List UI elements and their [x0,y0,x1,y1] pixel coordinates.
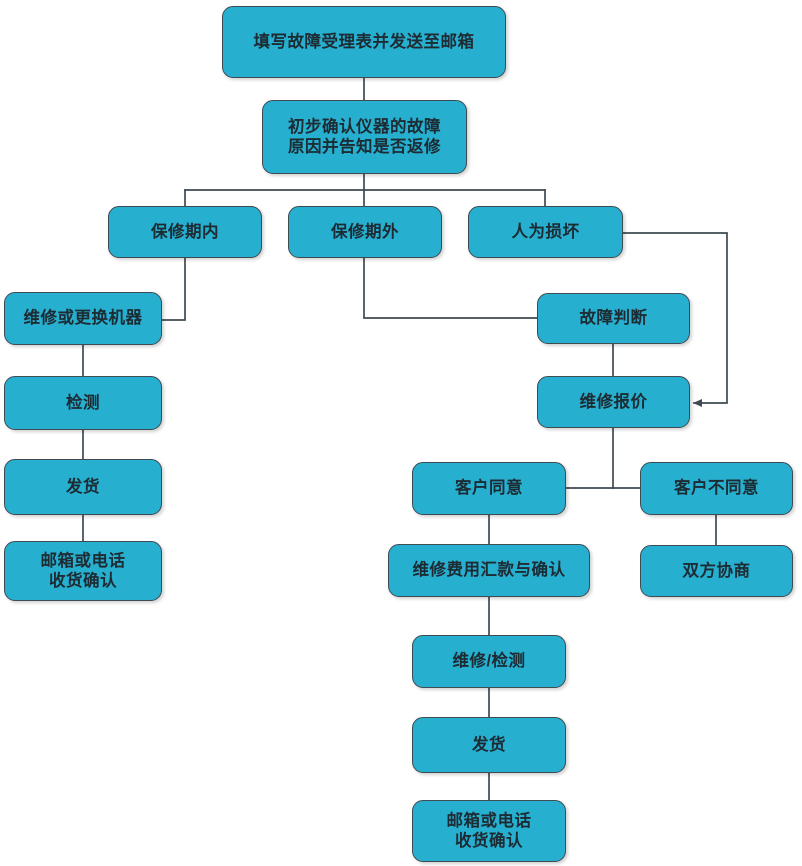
node-receipt-confirm-bottom[interactable]: 邮箱或电话 收货确认 [412,800,566,862]
node-label: 客户同意 [455,479,523,498]
node-receipt-confirm-left[interactable]: 邮箱或电话 收货确认 [4,541,162,601]
node-label: 双方协商 [682,561,751,580]
node-inspection-left[interactable]: 检测 [4,376,162,430]
node-initial-diagnosis[interactable]: 初步确认仪器的故障 原因并告知是否返修 [262,100,467,174]
node-repair-inspection[interactable]: 维修/检测 [412,635,566,688]
node-human-damage[interactable]: 人为损坏 [468,206,623,258]
node-label: 邮箱或电话 收货确认 [446,811,532,850]
node-shipment-left[interactable]: 发货 [4,459,162,515]
node-label: 保修期外 [331,222,399,241]
node-fault-judgement[interactable]: 故障判断 [537,293,690,344]
node-label: 检测 [66,393,100,412]
node-repair-or-replace[interactable]: 维修或更换机器 [4,292,162,345]
node-in-warranty[interactable]: 保修期内 [108,206,262,258]
node-label: 邮箱或电话 收货确认 [40,551,126,590]
node-customer-agrees[interactable]: 客户同意 [412,462,566,515]
node-label: 故障判断 [579,309,648,328]
node-fault-form-email[interactable]: 填写故障受理表并发送至邮箱 [222,6,506,78]
node-label: 维修或更换机器 [23,309,143,328]
node-label: 填写故障受理表并发送至邮箱 [253,32,475,51]
node-label: 维修/检测 [452,652,526,671]
node-out-of-warranty[interactable]: 保修期外 [288,206,442,258]
node-mutual-negotiation[interactable]: 双方协商 [640,545,793,597]
node-customer-disagrees[interactable]: 客户不同意 [640,462,793,515]
node-label: 发货 [66,477,100,496]
node-label: 保修期内 [151,222,219,241]
node-label: 维修费用汇款与确认 [412,561,566,580]
node-shipment-bottom[interactable]: 发货 [412,717,566,773]
node-label: 发货 [472,735,506,754]
node-label: 人为损坏 [511,222,580,241]
node-repair-fee-remittance[interactable]: 维修费用汇款与确认 [388,544,590,597]
node-repair-quote[interactable]: 维修报价 [537,376,690,428]
node-label: 客户不同意 [674,479,759,498]
node-label: 初步确认仪器的故障 原因并告知是否返修 [288,117,441,156]
edge-n4-n10 [363,257,538,319]
edge-n3-n6 [161,257,186,321]
node-label: 维修报价 [579,392,648,411]
